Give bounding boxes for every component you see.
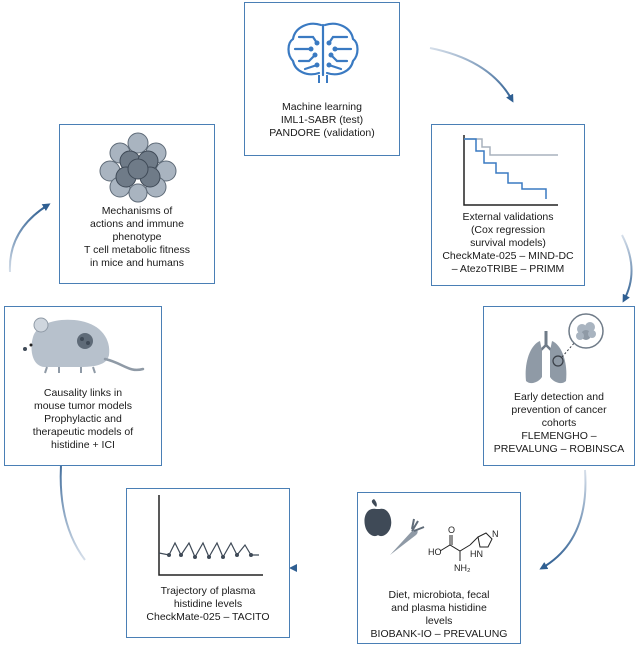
brain-circuit-icon <box>287 22 359 83</box>
validation-method-2: survival models) <box>470 237 546 249</box>
node-mechanisms: Mechanisms of actions and immune phenoty… <box>59 124 215 284</box>
ml-validation-cohort: PANDORE (validation) <box>269 127 375 139</box>
trajectory-cohorts: CheckMate-025 – TACITO <box>146 611 270 623</box>
causality-models-1: Prophylactic and <box>44 413 122 425</box>
node-external-validations: External validations (Cox regression sur… <box>431 124 585 286</box>
molecule-hn-label: HN <box>470 549 483 559</box>
trajectory-text: Trajectory of plasma histidine levels Ch… <box>131 585 285 624</box>
mechanisms-title-1: Mechanisms of <box>101 205 173 217</box>
node-diet: HO O NH₂ N HN Diet, microbiota, fecal an… <box>357 492 521 644</box>
detection-text: Early detection and prevention of cancer… <box>488 391 630 456</box>
mechanisms-detail-2: in mice and humans <box>90 257 184 269</box>
detection-title-1: Early detection and <box>514 391 604 403</box>
arrow-trajectory-to-causality <box>57 449 86 561</box>
molecule-o-label: O <box>448 525 455 535</box>
diet-title-2: and plasma histidine <box>391 602 487 614</box>
causality-models-2: therapeutic models of <box>32 426 134 438</box>
apple-carrot-histidine-icon: HO O NH₂ N HN <box>364 499 499 573</box>
node-early-detection: Early detection and prevention of cancer… <box>483 306 635 466</box>
diet-cohorts: BIOBANK-IO – PREVALUNG <box>370 628 508 640</box>
causality-title-2: mouse tumor models <box>33 400 133 412</box>
molecule-n-label: N <box>492 529 499 539</box>
trajectory-title-1: Trajectory of plasma <box>160 585 256 597</box>
mouse-tumor-icon <box>23 317 145 374</box>
detection-cohorts-2: PREVALUNG – ROBINSCA <box>493 443 625 455</box>
validation-title: External validations <box>462 211 554 223</box>
molecule-nh2-label: NH₂ <box>454 563 471 573</box>
diet-title-3: levels <box>425 615 453 627</box>
trajectory-title-2: histidine levels <box>173 598 243 610</box>
detection-title-3: cohorts <box>541 417 577 429</box>
arrow-validation-to-detection <box>621 234 633 303</box>
validation-cohorts-1: CheckMate-025 – MIND-DC <box>442 250 574 262</box>
detection-cohorts-1: FLEMENGHO – <box>521 430 597 442</box>
ml-test-cohort: IML1-SABR (test) <box>280 114 364 126</box>
ml-text: Machine learning IML1-SABR (test) PANDOR… <box>249 101 395 140</box>
mechanisms-title-3: phenotype <box>112 231 162 243</box>
mechanisms-title-2: actions and immune <box>90 218 184 230</box>
causality-title-1: Causality links in <box>43 387 123 399</box>
mechanisms-detail-1: T cell metabolic fitness <box>83 244 190 256</box>
causality-text: Causality links in mouse tumor models Pr… <box>9 387 157 452</box>
cell-cluster-icon <box>99 132 177 203</box>
lungs-icon <box>525 313 604 384</box>
validation-cohorts-2: – AtezoTRIBE – PRIMM <box>451 263 565 275</box>
node-machine-learning: Machine learning IML1-SABR (test) PANDOR… <box>244 2 400 156</box>
diet-title-1: Diet, microbiota, fecal <box>388 589 490 601</box>
survival-curve-icon <box>463 135 558 206</box>
node-causality: Causality links in mouse tumor models Pr… <box>4 306 162 466</box>
validation-method-1: (Cox regression <box>470 224 546 236</box>
detection-title-2: prevention of cancer <box>511 404 607 416</box>
molecule-ho-label: HO <box>428 547 442 557</box>
validation-text: External validations (Cox regression sur… <box>436 211 580 276</box>
diet-text: Diet, microbiota, fecal and plasma histi… <box>362 589 516 641</box>
arrow-causality-to-mechanisms <box>8 203 51 273</box>
arrow-ml-to-validation <box>429 47 514 103</box>
arrow-detection-to-diet <box>539 469 587 570</box>
ml-title: Machine learning <box>282 101 362 113</box>
causality-models-3: histidine + ICI <box>51 439 115 451</box>
mechanisms-text: Mechanisms of actions and immune phenoty… <box>64 205 210 270</box>
oscillating-trajectory-icon <box>158 495 263 576</box>
node-trajectory: Trajectory of plasma histidine levels Ch… <box>126 488 290 638</box>
